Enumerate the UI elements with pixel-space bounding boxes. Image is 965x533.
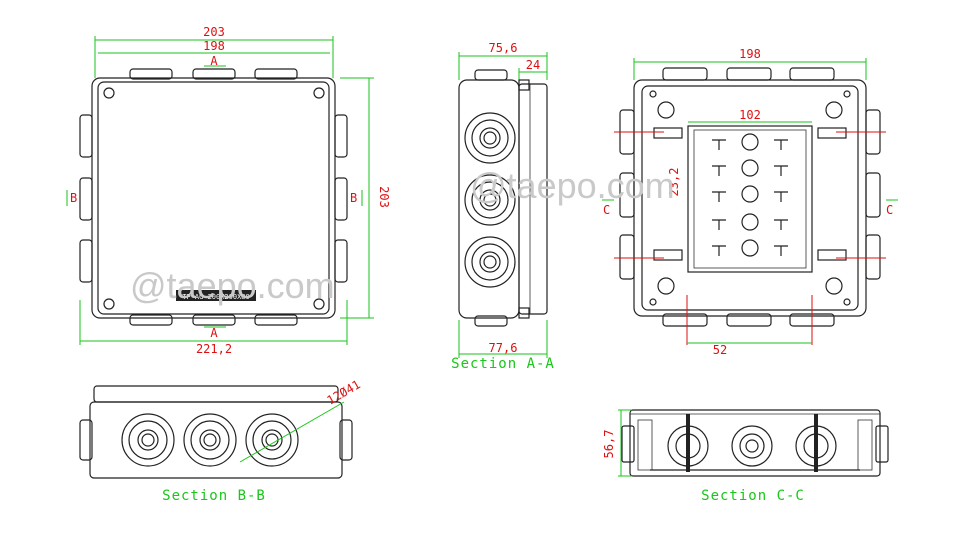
section-b-right-label: B <box>350 191 357 205</box>
section-c-right-label: C <box>886 203 893 217</box>
nameplate-text: TP-AG-200X200X80 <box>182 293 249 301</box>
section-aa-title: Section A-A <box>451 356 555 372</box>
dim-cc-height: 56,7 <box>602 430 616 459</box>
section-b-left-label: B <box>70 191 77 205</box>
dim-terminal-height: 23,2 <box>667 168 681 197</box>
dim-aa-top-small: 24 <box>526 58 540 72</box>
section-bb-title: Section B-B <box>162 488 266 504</box>
section-c-left-label: C <box>603 203 610 217</box>
dim-top-outer: 203 <box>203 25 225 39</box>
section-cc-view: 56,7 Section C-C <box>602 409 889 504</box>
dim-terminal-width: 102 <box>739 108 761 122</box>
dim-gland: 12Ø41 <box>325 377 363 407</box>
inner-view: 198 <box>470 47 898 357</box>
dim-aa-bottom: 77,6 <box>489 341 518 355</box>
section-aa-view: 75,6 24 77,6 Section A-A <box>451 41 555 372</box>
watermark-section: @taepo.com <box>470 165 675 206</box>
section-a-bottom-label: A <box>210 326 218 340</box>
section-cc-title: Section C-C <box>701 488 805 504</box>
dim-right: 203 <box>377 186 391 208</box>
section-a-top-label: A <box>210 54 218 68</box>
dim-inner-top: 198 <box>739 47 761 61</box>
dim-aa-top: 75,6 <box>489 41 518 55</box>
section-bb-view: 12Ø41 Section B-B <box>79 377 363 504</box>
watermark-front: @taepo.com <box>130 265 335 306</box>
dim-inner-bottom: 52 <box>713 343 727 357</box>
dim-bottom: 221,2 <box>196 342 232 356</box>
dim-top-inner: 198 <box>203 39 225 53</box>
nameplate <box>176 290 256 301</box>
front-view: 203 198 A TP-AG-200X200X80 B <box>66 25 391 356</box>
